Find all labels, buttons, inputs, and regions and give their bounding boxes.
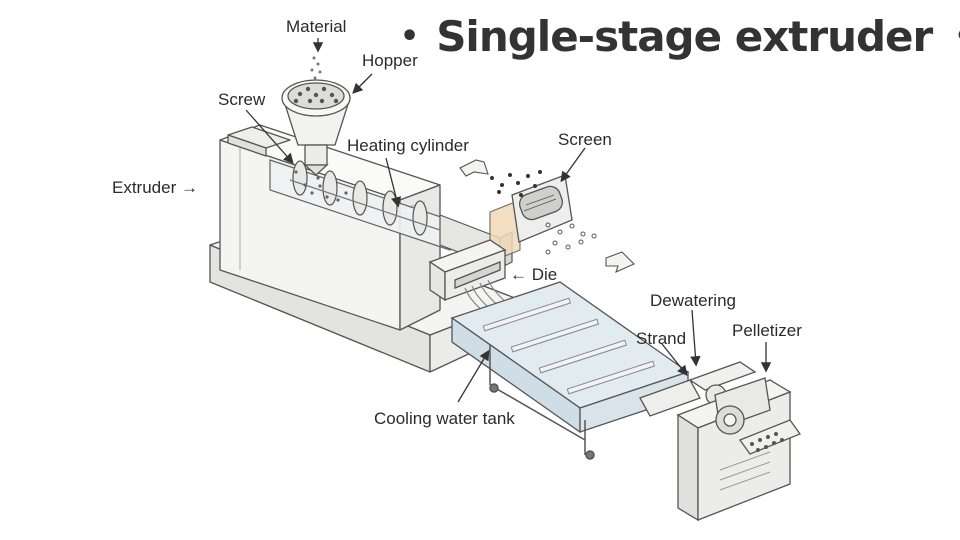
title-text: Single-stage extruder — [436, 11, 933, 61]
flow-arrow-left-icon — [459, 159, 489, 177]
screen — [511, 174, 573, 243]
label-heating-cylinder: Heating cylinder — [347, 136, 469, 155]
label-die: Die — [531, 265, 558, 284]
label-screen: Screen — [558, 130, 612, 149]
label-die-group: ← Die — [510, 266, 557, 283]
label-screw: Screw — [218, 90, 266, 109]
diagram-title: • Single-stage extruder • — [400, 8, 960, 64]
left-arrow-icon: ← — [510, 265, 527, 284]
flow-arrow-right-icon — [605, 251, 635, 274]
label-extruder-group: Extruder → — [112, 179, 198, 196]
cooling-water-tank — [450, 281, 701, 434]
label-hopper: Hopper — [362, 51, 418, 70]
label-pelletizer: Pelletizer — [732, 321, 802, 340]
label-strand: Strand — [636, 329, 687, 348]
screen-pellets-in — [490, 170, 542, 197]
label-extruder: Extruder — [112, 178, 177, 197]
label-cooling-water-tank: Cooling water tank — [374, 409, 515, 428]
right-arrow-icon: → — [180, 178, 198, 197]
cylinder-pellets — [294, 170, 348, 202]
title-bullet-left: • — [400, 18, 419, 54]
die — [428, 239, 507, 302]
tank-stand — [489, 345, 595, 460]
leader-lines — [245, 38, 772, 403]
title-bullet-right: • — [954, 19, 960, 54]
falling-material — [310, 56, 322, 80]
label-material: Material — [286, 17, 347, 36]
screen-pellets-out — [545, 222, 597, 255]
label-dewatering: Dewatering — [650, 291, 736, 310]
output-pellets — [750, 432, 784, 452]
hopper-pellets — [293, 86, 339, 104]
